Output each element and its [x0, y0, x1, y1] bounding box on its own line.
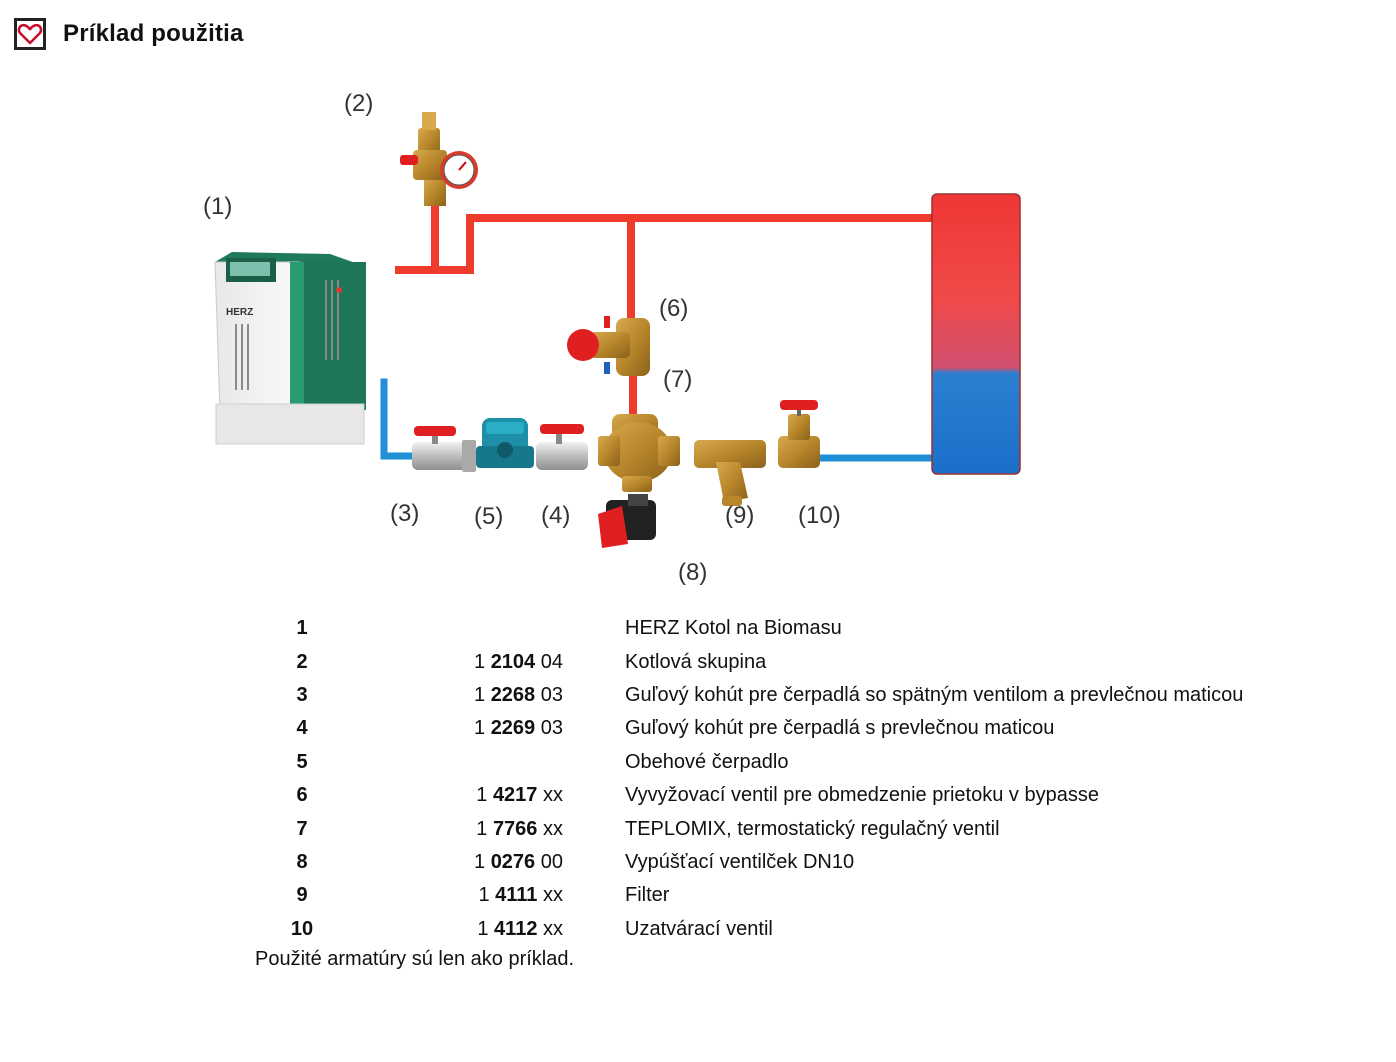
ball-valve	[536, 424, 588, 470]
part-description: Kotlová skupina	[625, 650, 767, 673]
part-code: 1 4111 xx	[478, 884, 563, 907]
part-number: 9	[296, 884, 308, 907]
page-title: Príklad použitia	[63, 20, 244, 47]
part-description: Obehové čerpadlo	[625, 750, 789, 773]
part-code: 1 2269 03	[474, 717, 563, 740]
strainer-filter	[694, 440, 766, 506]
part-description: HERZ Kotol na Biomasu	[625, 617, 842, 640]
table-row: 2 1 2104 04 Kotlová skupina	[270, 645, 1270, 678]
callout-3: (3)	[390, 500, 419, 527]
callout-5: (5)	[474, 503, 503, 530]
table-row: 4 1 2269 03 Guľový kohút pre čerpadlá s …	[270, 712, 1270, 745]
part-code: 1 7766 xx	[476, 817, 563, 840]
ball-valve-check	[412, 426, 476, 472]
boiler-safety-group	[400, 112, 478, 206]
part-number: 5	[296, 750, 308, 773]
callout-2: (2)	[344, 90, 373, 117]
thermostatic-mixing-valve	[598, 414, 680, 492]
part-description: Vypúšťací ventilček DN10	[625, 850, 855, 873]
balancing-valve	[567, 316, 650, 376]
part-description: Guľový kohút pre čerpadlá s prevlečnou m…	[625, 717, 1055, 740]
shutoff-valve	[778, 400, 820, 468]
part-number: 1	[296, 617, 308, 640]
callout-7: (7)	[663, 366, 692, 393]
table-row: 7 1 7766 xx TEPLOMIX, termostatický regu…	[270, 812, 1270, 845]
return-pipe	[380, 378, 939, 462]
part-code: 1 2104 04	[474, 650, 563, 673]
part-number: 3	[296, 683, 308, 706]
part-description: Filter	[625, 884, 670, 907]
drain-valve	[598, 494, 656, 548]
storage-tank	[931, 193, 1021, 475]
part-description: Guľový kohút pre čerpadlá so spätným ven…	[625, 683, 1244, 706]
boiler-brand: HERZ	[226, 307, 253, 318]
callout-labels: (1) (2) (3) (4) (5) (6) (7) (8) (9) (10)	[203, 90, 841, 586]
table-row: 10 1 4112 xx Uzatvárací ventil	[270, 913, 1270, 946]
heart-icon	[14, 18, 46, 50]
callout-9: (9)	[725, 502, 754, 529]
table-row: 8 1 0276 00 Vypúšťací ventilček DN10	[270, 846, 1270, 879]
circulating-pump	[476, 418, 534, 468]
callout-4: (4)	[541, 502, 570, 529]
part-code	[334, 612, 563, 645]
part-code: 1 4112 xx	[477, 917, 563, 940]
callout-1: (1)	[203, 193, 232, 220]
part-code: 1 2268 03	[474, 683, 563, 706]
part-description: TEPLOMIX, termostatický regulačný ventil	[625, 817, 1000, 840]
section-header: Príklad použitia	[14, 16, 244, 52]
part-number: 4	[296, 717, 308, 740]
part-number: 6	[296, 784, 308, 807]
part-number: 7	[296, 817, 308, 840]
biomass-boiler: HERZ	[214, 252, 366, 445]
table-row: 5 Obehové čerpadlo	[270, 746, 1270, 779]
callout-8: (8)	[678, 559, 707, 586]
part-number: 10	[290, 917, 314, 940]
part-code: 1 4217 xx	[476, 784, 563, 807]
part-number: 2	[296, 650, 308, 673]
table-row: 9 1 4111 xx Filter	[270, 879, 1270, 912]
supply-pipe	[395, 196, 939, 422]
callout-10: (10)	[798, 502, 841, 529]
part-code: 1 0276 00	[474, 850, 563, 873]
footnote: Použité armatúry sú len ako príklad.	[255, 948, 575, 970]
parts-list: 1 HERZ Kotol na Biomasu 2 1 2104 04 Kotl…	[270, 612, 1270, 946]
table-row: 6 1 4217 xx Vyvyžovací ventil pre obmedz…	[270, 779, 1270, 812]
table-row: 1 HERZ Kotol na Biomasu	[270, 612, 1270, 645]
part-code	[334, 746, 563, 779]
part-number: 8	[296, 850, 308, 873]
callout-6: (6)	[659, 295, 688, 322]
system-diagram: HERZ	[203, 90, 1021, 586]
table-row: 3 1 2268 03 Guľový kohút pre čerpadlá so…	[270, 679, 1270, 712]
part-description: Vyvyžovací ventil pre obmedzenie prietok…	[625, 784, 1099, 807]
part-description: Uzatvárací ventil	[625, 917, 773, 940]
